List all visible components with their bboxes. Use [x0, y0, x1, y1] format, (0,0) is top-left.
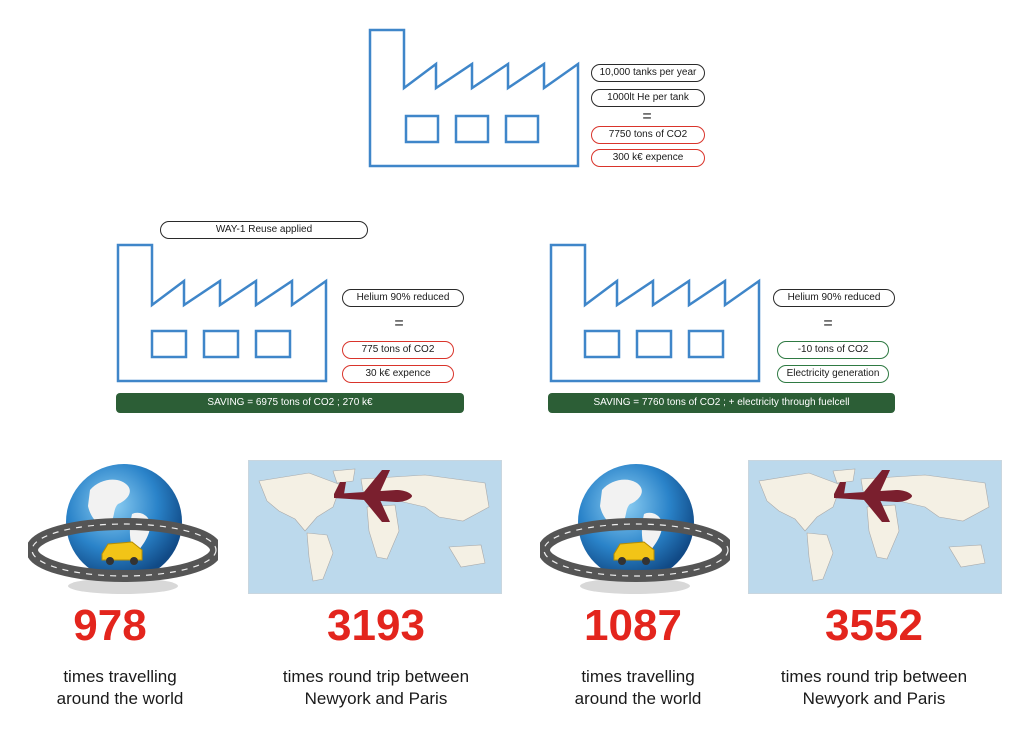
- baseline-co2-label: 7750 tons of CO2: [591, 126, 705, 144]
- factory-icon: [368, 28, 580, 168]
- way2-saving-bar: SAVING = 7760 tons of CO2 ; + electricit…: [548, 393, 895, 413]
- stat-number: 978: [73, 601, 147, 650]
- baseline-expense-label: 300 k€ expence: [591, 149, 705, 167]
- globe-car-icon: [540, 464, 730, 594]
- equals-sign: =: [642, 108, 652, 125]
- stat-number: 3552: [825, 601, 923, 650]
- world-map-icon: [248, 460, 502, 594]
- factory-icon: [549, 243, 761, 383]
- way2-helium-label: Helium 90% reduced: [773, 289, 895, 307]
- equals-sign: =: [823, 315, 833, 332]
- way1-helium-label: Helium 90% reduced: [342, 289, 464, 307]
- way2-electricity-label: Electricity generation: [777, 365, 889, 383]
- stat-number: 3193: [327, 601, 425, 650]
- stat-number: 1087: [584, 601, 682, 650]
- way1-co2-label: 775 tons of CO2: [342, 341, 454, 359]
- globe-car-icon: [28, 464, 218, 594]
- equals-sign: =: [394, 315, 404, 332]
- way1-title: WAY-1 Reuse applied: [160, 221, 368, 239]
- stat-caption-line2: around the world: [574, 689, 702, 708]
- helium-per-tank-label: 1000lt He per tank: [591, 89, 705, 107]
- stat-caption-line1: times travelling: [581, 667, 695, 686]
- way1-expense-label: 30 k€ expence: [342, 365, 454, 383]
- airplane-icon: [334, 470, 412, 522]
- stat-caption-line1: times travelling: [63, 667, 177, 686]
- factory-icon: [116, 243, 328, 383]
- way1-saving-bar: SAVING = 6975 tons of CO2 ; 270 k€: [116, 393, 464, 413]
- stat-caption-line1: times round trip between: [780, 667, 968, 686]
- stat-caption-line2: Newyork and Paris: [304, 689, 448, 708]
- stat-caption-line2: Newyork and Paris: [802, 689, 946, 708]
- world-map-icon: [748, 460, 1002, 594]
- way2-co2-label: -10 tons of CO2: [777, 341, 889, 359]
- stat-caption-line2: around the world: [56, 689, 184, 708]
- tanks-per-year-label: 10,000 tanks per year: [591, 64, 705, 82]
- stat-caption-line1: times round trip between: [282, 667, 470, 686]
- airplane-icon: [834, 470, 912, 522]
